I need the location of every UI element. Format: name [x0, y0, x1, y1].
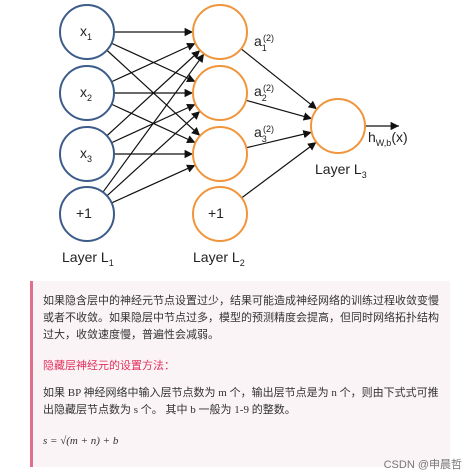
layer-2-label: Layer L2: [193, 249, 245, 268]
edge-in4-h2: [106, 110, 201, 197]
activation-label-a3: a3: [254, 124, 267, 144]
edge-h1-out: [240, 48, 318, 110]
edge-in3-h1: [106, 49, 201, 137]
note-formula: s = √(m + n) + b: [43, 435, 119, 447]
output-label: hW,b(x): [368, 129, 408, 148]
activation-label-a2-sup: (2): [263, 83, 274, 93]
hidden-node-3: [192, 126, 248, 182]
input-node-label-x2: x2: [80, 84, 92, 103]
edge-in2-h1: [111, 42, 196, 83]
edge-in4-h1: [102, 53, 205, 193]
hidden-node-2: [192, 65, 248, 121]
layer-3-label: Layer L3: [315, 161, 367, 180]
explanation-note: 如果隐含层中的神经元节点设置过少，结果可能造成神经网络的训练过程收敛变慢或者不收…: [30, 281, 450, 467]
note-paragraph-2: 如果 BP 神经网络中输入层节点数为 m 个，输出层节点是为 n 个，则由下式式…: [43, 387, 439, 416]
neuron-nodes: [59, 4, 366, 242]
connection-arrows: [102, 27, 399, 204]
edge-h2-out: [245, 99, 313, 121]
activation-label-a1-sup: (2): [263, 33, 274, 43]
edge-h4-out: [241, 141, 317, 199]
layer-1-label: Layer L1: [62, 249, 114, 268]
note-paragraph-1: 如果隐含层中的神经元节点设置过少，结果可能造成神经网络的训练过程收敛变慢或者不收…: [43, 295, 439, 341]
activation-label-a1: a1: [254, 33, 267, 53]
input-node-4: [59, 186, 115, 242]
hidden-bias-label: +1: [208, 205, 224, 221]
activation-label-a2: a2: [254, 83, 267, 103]
activation-label-a3-sup: (2): [263, 124, 274, 134]
output-node: [310, 98, 366, 154]
input-node-2: [59, 65, 115, 121]
input-node-label-x3: x3: [80, 145, 92, 164]
edge-in4-h3: [111, 164, 196, 204]
input-node-label-x1: x1: [80, 23, 92, 42]
input-bias-label: +1: [76, 205, 92, 221]
neural-network-diagram: x1 x2 x3 +1 +1 a1 (2) a2 (2) a3 (2) hW,b…: [59, 4, 408, 268]
watermark: CSDN @申晨哲: [383, 459, 462, 471]
note-heading: 隐藏层神经元的设置方法：: [43, 360, 175, 372]
input-node-3: [59, 126, 115, 182]
input-node-1: [59, 4, 115, 60]
hidden-node-1: [192, 4, 248, 60]
edge-h3-out: [246, 130, 312, 149]
hidden-node-4: [192, 186, 248, 242]
